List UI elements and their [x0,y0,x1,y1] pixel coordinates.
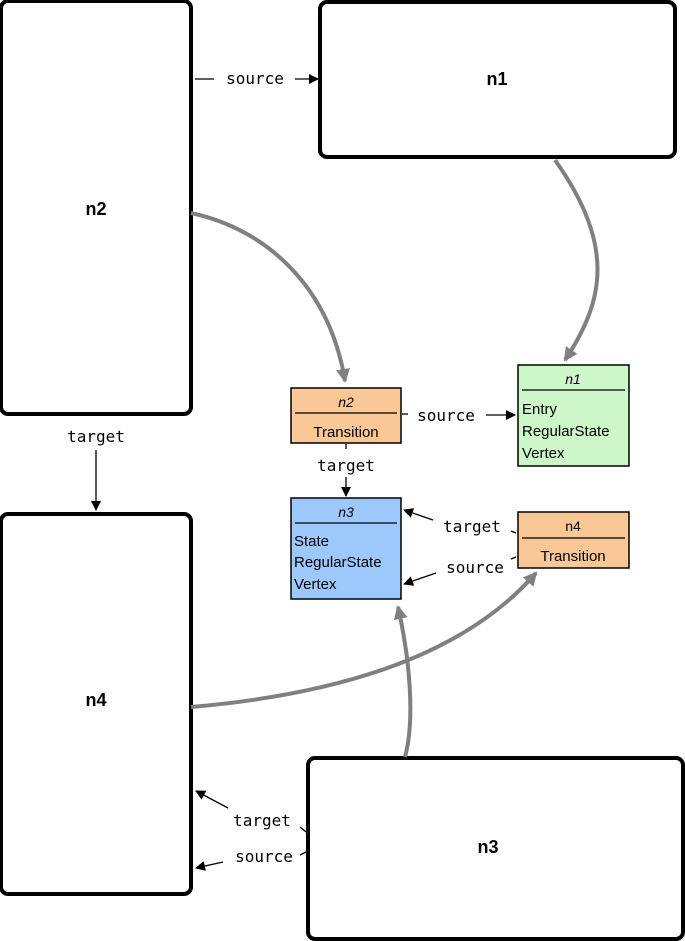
small-node-n3-line-1: State [294,533,329,550]
big-node-n2[interactable]: n2 [0,0,193,416]
mapping-curve-n3 [393,605,413,758]
big-node-n3[interactable]: n3 [306,756,685,941]
small-node-n1[interactable]: n1 Entry RegularState Vertex [517,364,630,467]
small-node-n4-title: n4 [565,518,581,534]
edge-label-small-n4-n3-target: target [443,517,501,536]
mapping-curve-n2 [190,211,350,383]
mapping-curve-n1 [553,158,600,362]
edge-big-n2-n4: target [67,427,125,511]
small-node-n1-line-2: RegularState [522,423,610,440]
edge-label-big-n2-n1: source [226,69,284,88]
edge-small-n4-n3-source: source [403,556,517,586]
big-node-n4[interactable]: n4 [0,512,193,896]
big-node-n1[interactable]: n1 [318,0,677,159]
small-node-n3-line-2: RegularState [294,554,382,571]
small-node-n3[interactable]: n3 State RegularState Vertex [290,497,402,600]
small-node-n2[interactable]: n2 Transition [290,387,402,444]
edge-label-small-n2-n1: source [417,406,475,425]
edge-big-n3-n4-source: source [195,826,307,871]
small-node-n1-line-3: Vertex [522,445,565,462]
small-node-n2-title: n2 [338,394,354,410]
edge-label-small-n2-n3: target [317,456,375,475]
edge-small-n2-n1: source [402,406,516,425]
edge-small-n4-n3-target: target [403,508,517,536]
edge-small-n2-n3: target [317,444,375,497]
edge-label-big-n2-n4: target [67,427,125,446]
edge-label-big-n3-n4-target: target [233,811,291,830]
big-node-n2-label: n2 [85,199,106,219]
small-node-n2-line-1: Transition [313,424,378,441]
small-node-n1-line-1: Entry [522,401,558,418]
edge-label-big-n3-n4-source: source [235,847,293,866]
mapping-curve-n4 [190,571,538,709]
small-node-n3-title: n3 [338,504,354,520]
big-node-n1-label: n1 [486,69,507,89]
small-node-n4[interactable]: n4 Transition [517,511,630,569]
big-node-n4-label: n4 [85,690,106,710]
edge-label-small-n4-n3-source: source [446,558,504,577]
edge-big-n3-n4-target: target [195,790,291,830]
small-node-n4-line-1: Transition [540,548,605,565]
big-node-n3-label: n3 [477,837,498,857]
small-node-n3-line-3: Vertex [294,576,337,593]
small-node-n1-title: n1 [565,371,581,387]
edge-big-n2-n1: source [195,69,319,88]
